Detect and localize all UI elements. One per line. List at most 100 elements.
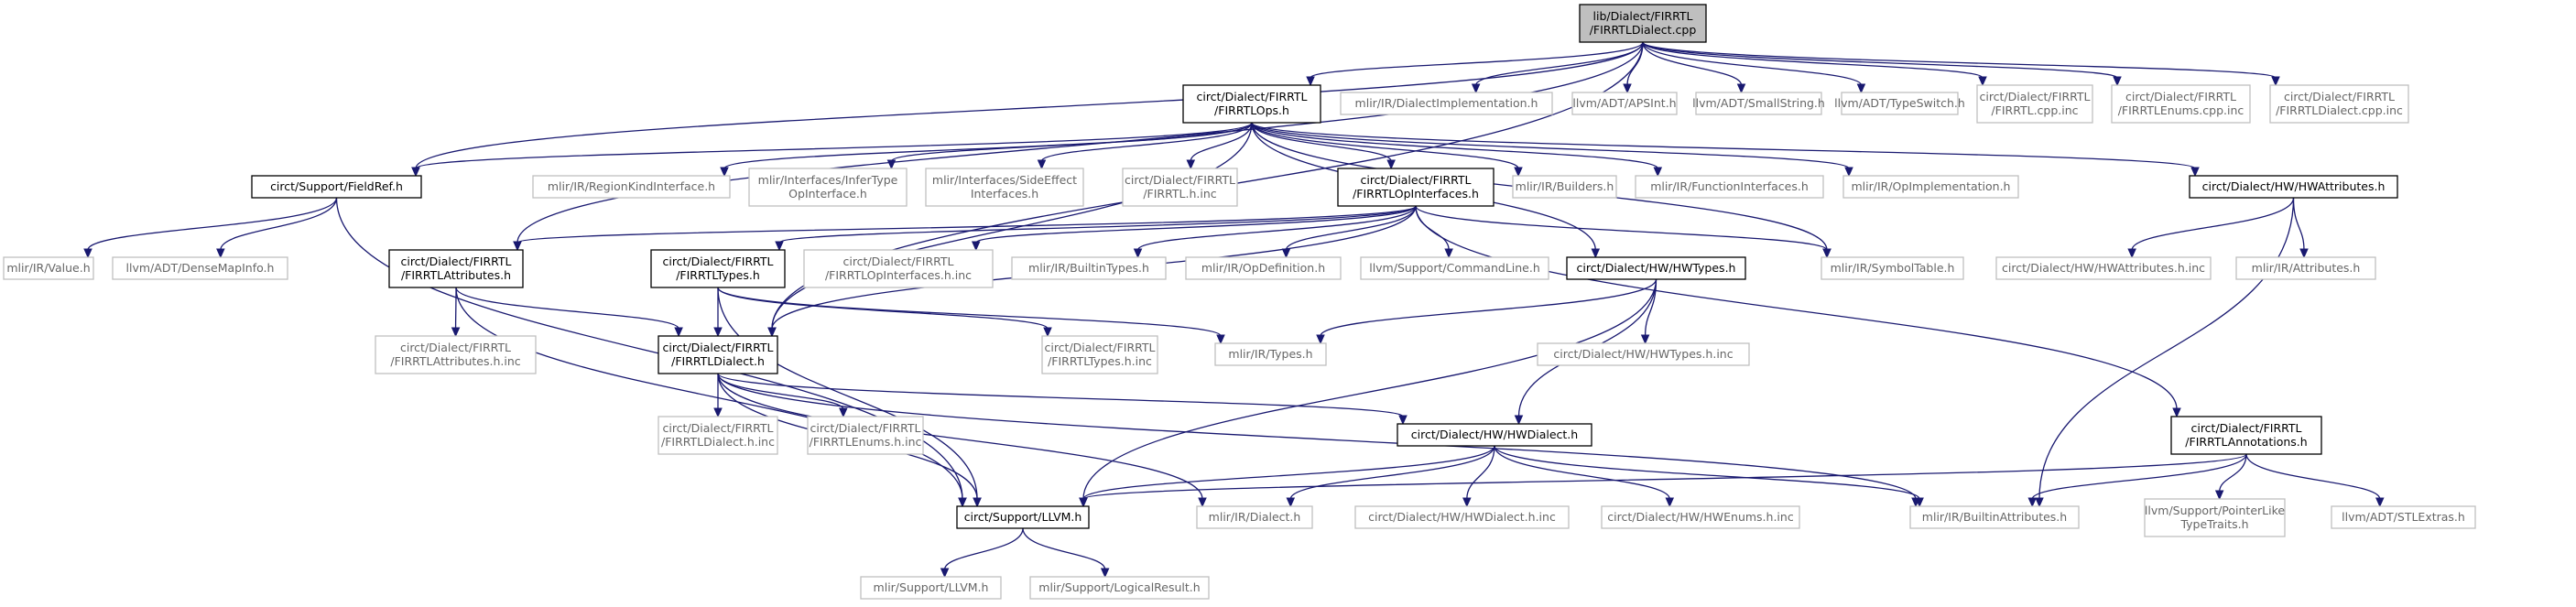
node-hwattrs[interactable]: circt/Dialect/HW/HWAttributes.h	[2189, 175, 2398, 199]
edge-arrowhead	[1978, 76, 1987, 87]
edge-opifaces-to-annos	[1415, 205, 2181, 418]
node-firrtlhinc: circt/Dialect/FIRRTL/FIRRTL.h.inc	[1122, 168, 1238, 207]
node-label-line: mlir/Support/LLVM.h	[874, 580, 989, 594]
edge-line	[717, 373, 1404, 417]
node-label-line: llvm/ADT/STLExtras.h	[2342, 510, 2465, 524]
node-box	[1041, 335, 1158, 374]
edge-line	[717, 287, 978, 500]
node-label-line: /FIRRTLDialect.cpp	[1590, 23, 1697, 37]
node-label-line: /FIRRTLDialect.cpp.inc	[2276, 103, 2403, 117]
edge-attrs-to-dialect	[455, 287, 683, 338]
edge-arrowhead	[83, 248, 92, 259]
edge-line	[1494, 445, 1920, 500]
node-label-line: /FIRRTLEnums.h.inc	[810, 435, 922, 449]
edge-line	[516, 205, 1417, 244]
edge-line	[516, 41, 1644, 244]
edge-line	[1475, 41, 1644, 86]
node-llvmh[interactable]: circt/Support/LLVM.h	[956, 505, 1090, 529]
node-ops[interactable]: circt/Dialect/FIRRTL/FIRRTLOps.h	[1182, 84, 1321, 124]
node-label-line: circt/Dialect/FIRRTL	[1125, 173, 1235, 187]
node-label-line: /FIRRTLAttributes.h	[401, 268, 511, 282]
node-label-line: Interfaces.h	[971, 187, 1038, 201]
edge-arrowhead	[411, 167, 420, 178]
edge-arrowhead	[451, 327, 461, 338]
edge-line	[1310, 41, 1644, 79]
edge-line	[1251, 122, 1658, 169]
edge-line	[1022, 527, 1106, 570]
edge-ops-to-hwattrs	[1251, 122, 2200, 178]
edge-line	[87, 197, 338, 251]
edge-arrowhead	[2375, 497, 2385, 508]
node-label-line: circt/Dialect/FIRRTL	[662, 421, 773, 435]
node-box	[1635, 175, 1824, 199]
edge-line	[943, 527, 1024, 570]
node-types[interactable]: circt/Dialect/FIRRTL/FIRRTLTypes.h	[650, 249, 786, 288]
edge-arrowhead	[2035, 497, 2044, 508]
edge-arrowhead	[973, 497, 982, 508]
edge-line	[1251, 122, 1519, 169]
edge-dialect-to-hwdialect	[717, 373, 1408, 426]
node-box	[1340, 92, 1553, 115]
node-label-line: circt/Dialect/HW/HWAttributes.h.inc	[2002, 261, 2205, 275]
edge-fieldref-to-densemap	[216, 197, 338, 259]
edge-arrowhead	[1100, 568, 1110, 579]
node-label-line: circt/Dialect/HW/HWAttributes.h	[2202, 179, 2386, 193]
node-typesinc: circt/Dialect/FIRRTL/FIRRTLTypes.h.inc	[1041, 335, 1158, 374]
edge-arrowhead	[513, 241, 522, 252]
node-box	[1182, 84, 1321, 124]
edge-line	[1289, 445, 1495, 500]
node-mlirdialect: mlir/IR/Dialect.h	[1196, 505, 1313, 529]
edge-line	[771, 122, 1253, 330]
edge-dialect-to-dialectinc	[713, 374, 723, 418]
node-dialect[interactable]: circt/Dialect/FIRRTL/FIRRTLDialect.h	[658, 335, 778, 374]
edge-arrowhead	[2214, 490, 2224, 501]
edge-arrowhead	[1653, 167, 1663, 178]
node-box	[956, 505, 1090, 529]
node-funcifaces: mlir/IR/FunctionInterfaces.h	[1635, 175, 1824, 199]
node-box	[1354, 505, 1570, 529]
edge-line	[2131, 197, 2295, 251]
node-box	[658, 335, 778, 374]
node-label-line: mlir/IR/BuiltinTypes.h	[1028, 261, 1149, 275]
node-box	[1196, 505, 1313, 529]
node-label-line: llvm/ADT/DenseMapInfo.h	[126, 261, 275, 275]
node-value: mlir/IR/Value.h	[3, 256, 94, 280]
edge-hwdialect-to-hwenumsinc	[1494, 445, 1675, 508]
node-label-line: circt/Dialect/FIRRTL	[842, 255, 953, 268]
edge-line	[2292, 197, 2305, 251]
node-label-line: mlir/Interfaces/InferType	[758, 173, 898, 187]
edge-opifaces-to-builtintypes	[1133, 205, 1417, 259]
edge-line	[1082, 445, 1495, 500]
node-attrs[interactable]: circt/Dialect/FIRRTL/FIRRTLAttributes.h	[388, 249, 524, 288]
node-hwdialect[interactable]: circt/Dialect/HW/HWDialect.h	[1397, 423, 1592, 447]
node-stlextras: llvm/ADT/STLExtras.h	[2331, 505, 2476, 529]
edge-line	[1494, 445, 1670, 500]
edge-hwdialect-to-llvmh	[1079, 445, 1495, 508]
node-label-line: mlir/IR/Dialect.h	[1209, 510, 1301, 524]
node-label-line: circt/Dialect/FIRRTL	[1360, 173, 1471, 187]
node-fieldref[interactable]: circt/Support/FieldRef.h	[251, 175, 422, 199]
node-firrtlcppinc: circt/Dialect/FIRRTL/FIRRTL.cpp.inc	[1976, 84, 2093, 124]
node-hwenumsinc: circt/Dialect/HW/HWEnums.h.inc	[1601, 505, 1800, 529]
edge-arrowhead	[1623, 83, 1632, 94]
node-box	[1601, 505, 1800, 529]
node-root[interactable]: lib/Dialect/FIRRTL/FIRRTLDialect.cpp	[1579, 4, 1707, 43]
node-box	[1512, 175, 1617, 199]
node-label-line: /FIRRTLDialect.h	[671, 354, 765, 368]
node-opifaces[interactable]: circt/Dialect/FIRRTL/FIRRTLOpInterfaces.…	[1337, 168, 1495, 207]
edge-arrowhead	[1133, 248, 1143, 259]
edge-arrowhead	[2172, 407, 2181, 418]
edge-line	[335, 197, 963, 500]
edge-arrowhead	[1043, 327, 1052, 338]
node-label-line: OpInterface.h	[788, 187, 867, 201]
edge-hwtypes-to-llvmh	[1079, 278, 1658, 508]
node-annos[interactable]: circt/Dialect/FIRRTL/FIRRTLAnnotations.h	[2170, 416, 2322, 455]
node-box	[1821, 256, 1964, 280]
node-label-line: circt/Dialect/FIRRTL	[662, 341, 773, 354]
edge-line	[1642, 41, 2277, 79]
edge-line	[717, 287, 1222, 337]
node-box	[2144, 498, 2286, 537]
node-hwtypes[interactable]: circt/Dialect/HW/HWTypes.h	[1566, 256, 1746, 280]
edge-arrowhead	[767, 327, 777, 338]
